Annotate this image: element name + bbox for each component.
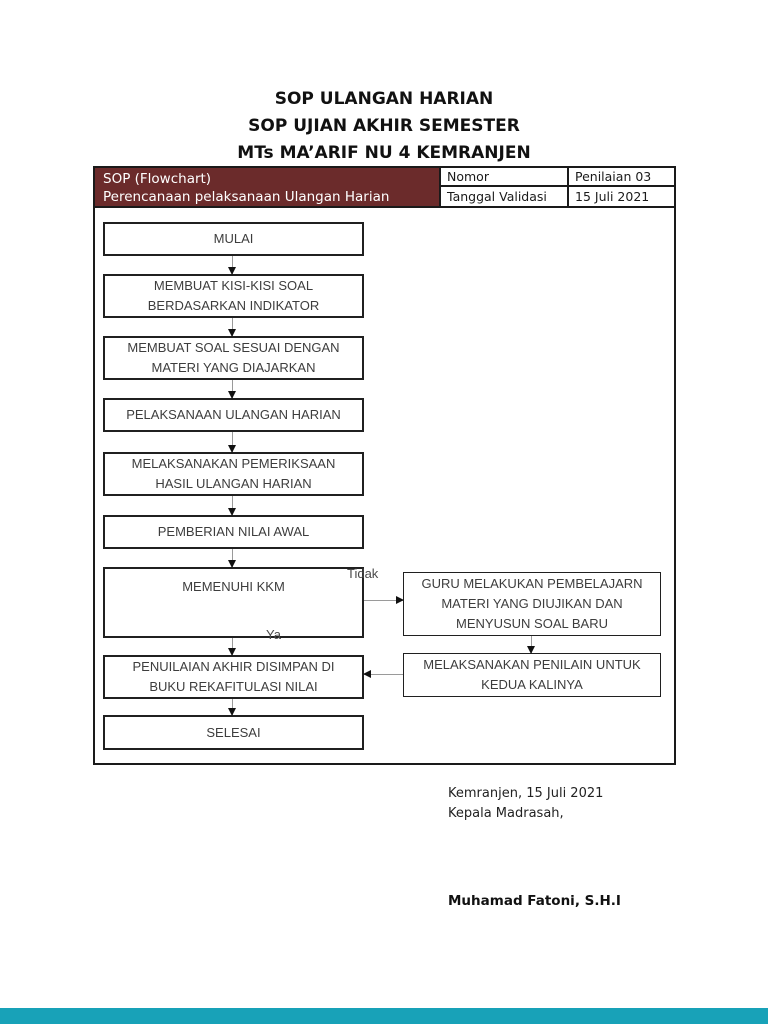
title-line-2: SOP UJIAN AKHIR SEMESTER xyxy=(248,116,520,136)
flow-node-guru-pembelajaran: GURU MELAKUKAN PEMBELAJARN MATERI YANG D… xyxy=(403,572,661,636)
flow-node-mulai: MULAI xyxy=(103,222,364,256)
node-text: PENUILAIAN AKHIR DISIMPAN DI xyxy=(132,659,335,674)
branch-label-tidak: Tidak xyxy=(347,566,379,581)
node-text: MELAKSANAKAN PEMERIKSAAN xyxy=(131,456,336,471)
flow-node-penilaian-akhir: PENUILAIAN AKHIR DISIMPAN DI BUKU REKAFI… xyxy=(103,655,364,699)
arrow-left-connector xyxy=(363,670,403,678)
node-text: MEMBUAT SOAL SESUAI DENGAN xyxy=(127,340,340,355)
flow-node-nilai-awal: PEMBERIAN NILAI AWAL xyxy=(103,515,364,549)
flow-node-memenuhi-kkm: MEMENUHI KKM xyxy=(103,567,364,638)
title-line-3: MTs MA’ARIF NU 4 KEMRANJEN xyxy=(237,143,531,163)
sop-header-accent-cell: SOP (Flowchart) Perencanaan pelaksanaan … xyxy=(95,168,439,206)
node-text: BERDASARKAN INDIKATOR xyxy=(147,298,320,313)
header-value-tanggal-validasi: 15 Juli 2021 xyxy=(567,187,674,206)
header-label-nomor: Nomor xyxy=(439,168,567,187)
node-text: MENYUSUN SOAL BARU xyxy=(456,616,608,631)
title-line-1: SOP ULANGAN HARIAN xyxy=(274,89,494,109)
sop-header-title: SOP (Flowchart) xyxy=(103,171,212,187)
footer-accent-bar xyxy=(0,1008,768,1024)
branch-label-ya: Ya xyxy=(266,627,281,642)
header-value-nomor: Penilaian 03 xyxy=(567,168,674,187)
node-text: GURU MELAKUKAN PEMBELAJARN xyxy=(421,576,643,591)
node-text: PEMBERIAN NILAI AWAL xyxy=(157,524,310,539)
arrow-down-connector xyxy=(228,256,236,275)
signature-role: Kepala Madrasah, xyxy=(448,806,564,821)
flow-node-penilaian-kedua: MELAKSANAKAN PENILAIN UNTUK KEDUA KALINY… xyxy=(403,653,661,697)
flow-node-pelaksanaan: PELAKSANAAN ULANGAN HARIAN xyxy=(103,398,364,432)
signature-name: Muhamad Fatoni, S.H.I xyxy=(448,893,621,909)
node-text: MATERI YANG DIAJARKAN xyxy=(151,360,316,375)
arrow-down-connector xyxy=(228,699,236,716)
sop-header-subtitle: Perencanaan pelaksanaan Ulangan Harian xyxy=(103,189,390,205)
flow-node-membuat-soal: MEMBUAT SOAL SESUAI DENGAN MATERI YANG D… xyxy=(103,336,364,380)
header-label-tanggal-validasi: Tanggal Validasi xyxy=(439,187,567,206)
node-text: KEDUA KALINYA xyxy=(481,677,583,692)
arrow-down-connector xyxy=(228,380,236,399)
arrow-down-connector xyxy=(228,496,236,516)
signature-place-date: Kemranjen, 15 Juli 2021 xyxy=(448,786,604,801)
node-text: BUKU REKAFITULASI NILAI xyxy=(149,679,318,694)
node-text: MULAI xyxy=(213,231,254,246)
arrow-down-connector xyxy=(228,432,236,453)
flow-node-kisi-kisi-soal: MEMBUAT KISI-KISI SOAL BERDASARKAN INDIK… xyxy=(103,274,364,318)
arrow-down-connector-right-column xyxy=(527,636,535,654)
flow-node-selesai: SELESAI xyxy=(103,715,364,750)
sop-header-table: SOP (Flowchart) Perencanaan pelaksanaan … xyxy=(93,166,676,208)
arrow-down-connector-ya xyxy=(228,638,236,656)
arrow-down-connector xyxy=(228,549,236,568)
signature-block: Kemranjen, 15 Juli 2021 Kepala Madrasah, xyxy=(448,784,603,824)
flow-node-pemeriksaan: MELAKSANAKAN PEMERIKSAAN HASIL ULANGAN H… xyxy=(103,452,364,496)
node-text: MATERI YANG DIUJIKAN DAN xyxy=(441,596,623,611)
node-text: HASIL ULANGAN HARIAN xyxy=(155,476,312,491)
arrow-down-connector xyxy=(228,318,236,337)
arrow-right-connector-tidak xyxy=(364,596,404,604)
node-text: MELAKSANAKAN PENILAIN UNTUK xyxy=(423,657,641,672)
node-text: SELESAI xyxy=(206,724,261,740)
node-text: PELAKSANAAN ULANGAN HARIAN xyxy=(126,407,341,422)
document-title: SOP ULANGAN HARIAN SOP UJIAN AKHIR SEMES… xyxy=(0,86,768,167)
node-text: MEMBUAT KISI-KISI SOAL xyxy=(153,278,314,293)
node-text: MEMENUHI KKM xyxy=(182,579,285,594)
